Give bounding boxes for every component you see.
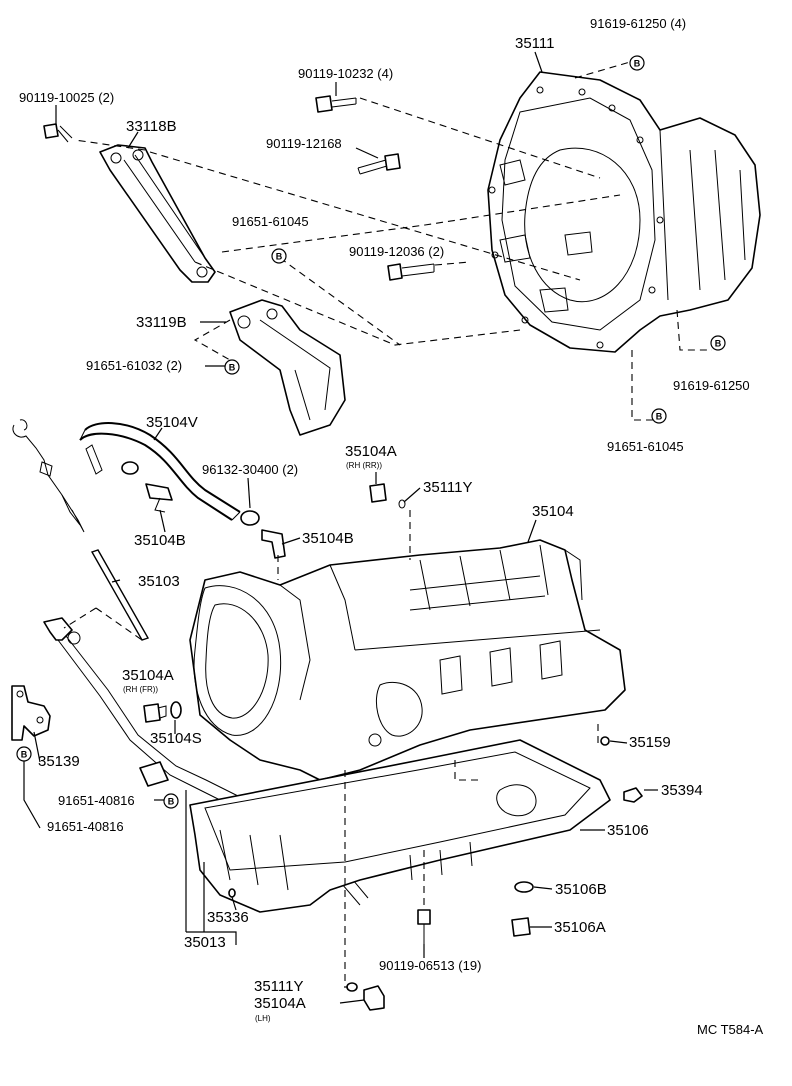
svg-text:B: B [276, 252, 283, 262]
bolt-marker-3: B [224, 359, 240, 375]
bracket-35139-drawing [11, 685, 51, 741]
label-35104a-lh: 35104A [254, 995, 306, 1012]
label-33118b: 33118B [126, 118, 177, 135]
bolt-marker-5: B [651, 408, 667, 424]
transmission-case-35104-drawing [189, 539, 626, 781]
bolt-90119-12036-drawing [387, 263, 435, 281]
label-90119-10232-4: 90119-10232 (4) [298, 66, 393, 81]
bracket-33119b-drawing [229, 299, 346, 436]
label-35104b-right: 35104B [302, 530, 354, 547]
label-35104a-rh-fr: 35104A [122, 667, 174, 684]
label-sub-rh-rr: (RH (RR)) [346, 461, 382, 470]
label-sub-lh: (LH) [255, 1014, 271, 1023]
bolt-90119-12168-drawing [357, 153, 401, 175]
label-35111y-top: 35111Y [423, 479, 473, 496]
label-35394: 35394 [661, 782, 703, 799]
label-35111y-bottom: 35111Y [254, 978, 304, 995]
label-91619-61250-4: 91619-61250 (4) [590, 16, 686, 31]
label-96132-30400-2: 96132-30400 (2) [202, 462, 298, 477]
svg-text:B: B [715, 339, 722, 349]
label-35104v: 35104V [146, 414, 198, 431]
bolt-marker-6: B [16, 746, 32, 762]
bolt-marker-1: B [629, 55, 645, 71]
svg-text:B: B [21, 750, 28, 760]
label-90119-12168: 90119-12168 [266, 136, 342, 151]
dipstick-35103-drawing [12, 419, 150, 641]
label-35106: 35106 [607, 822, 649, 839]
oil-pan-35106-drawing [189, 739, 611, 913]
transmission-housing-drawing [487, 71, 761, 353]
label-35103: 35103 [138, 573, 180, 590]
plug-fr-drawing [143, 701, 182, 723]
label-91651-61032-2: 91651-61032 (2) [86, 358, 182, 373]
label-91619-61250: 91619-61250 [673, 378, 750, 393]
bolt-90119-10025-drawing [43, 123, 73, 143]
label-35106b: 35106B [555, 881, 607, 898]
label-35106a: 35106A [554, 919, 606, 936]
label-35139: 35139 [38, 753, 80, 770]
bolt-marker-7: B [163, 793, 179, 809]
label-35013: 35013 [184, 934, 226, 951]
svg-text:B: B [229, 363, 236, 373]
label-90119-12036-2: 90119-12036 (2) [349, 244, 444, 259]
label-35111: 35111 [515, 35, 555, 52]
diagram-code: MC T584-A [697, 1022, 764, 1037]
label-91651-40816-a: 91651-40816 [58, 793, 135, 808]
label-90119-06513-19: 90119-06513 (19) [379, 958, 481, 973]
breather-hose-35104v-drawing [79, 422, 241, 521]
clamp-fittings-drawing [121, 461, 406, 559]
label-35104a-rh-rr: 35104A [345, 443, 397, 460]
label-91651-40816-b: 91651-40816 [47, 819, 124, 834]
bolt-marker-4: B [710, 335, 726, 351]
svg-text:B: B [656, 412, 663, 422]
label-35104b-left: 35104B [134, 532, 186, 549]
label-35104: 35104 [532, 503, 574, 520]
label-35159: 35159 [629, 734, 671, 751]
label-90119-10025-2: 90119-10025 (2) [19, 90, 114, 105]
dashed-leaders [63, 61, 712, 985]
bolt-90119-10232-drawing [315, 95, 357, 113]
label-91651-61045-right: 91651-61045 [607, 439, 684, 454]
bracket-33118b-drawing [99, 144, 216, 283]
label-sub-rh-fr: (RH (FR)) [123, 685, 158, 694]
label-33119b: 33119B [136, 314, 187, 331]
label-35104s: 35104S [150, 730, 202, 747]
solid-leaders [23, 51, 658, 1004]
bolt-marker-2: B [271, 248, 287, 264]
small-parts-drawing [228, 736, 643, 1011]
svg-text:B: B [168, 797, 175, 807]
svg-text:B: B [634, 59, 641, 69]
label-91651-61045-top: 91651-61045 [232, 214, 309, 229]
label-35336: 35336 [207, 909, 249, 926]
